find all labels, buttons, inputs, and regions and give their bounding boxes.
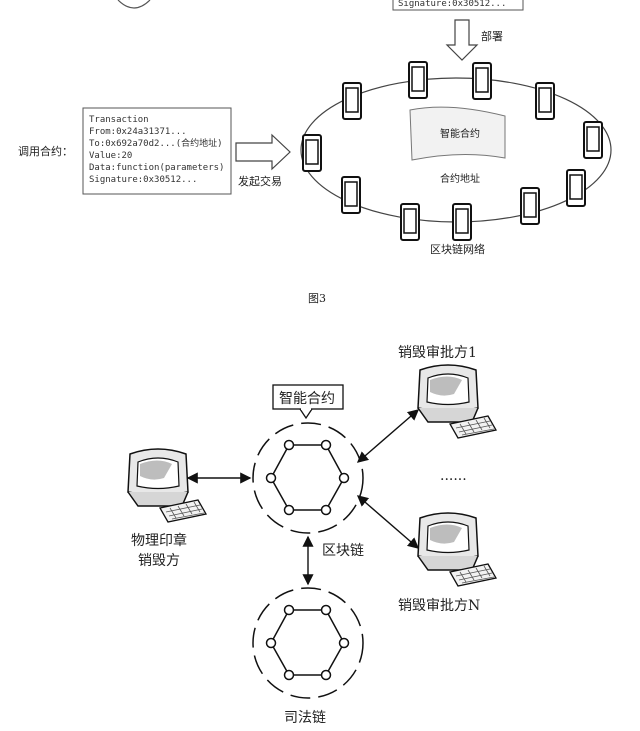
- phone-node: [408, 61, 428, 99]
- tx-line-3: Value:20: [89, 151, 132, 161]
- phone-node: [400, 203, 420, 241]
- phone-node: [302, 134, 322, 172]
- link-chain-to-approver-n: [356, 495, 420, 549]
- top-deploy-box: Signature:0x30512...: [392, 0, 524, 11]
- seal-destroyer-computer: [127, 448, 207, 523]
- cut-circle: [117, 0, 151, 9]
- judicial-chain-label: 司法链: [284, 710, 326, 726]
- tx-line-2: To:0x692a70d2...(合约地址): [89, 137, 223, 149]
- smart-contract-scroll: [409, 106, 506, 161]
- phone-node: [452, 203, 472, 241]
- ellipsis: ......: [440, 468, 467, 484]
- seal-destroyer-line1: 物理印章: [131, 532, 187, 549]
- phone-node: [583, 121, 603, 159]
- call-contract-label: 调用合约：: [18, 144, 73, 158]
- approver-n-computer: [417, 512, 497, 587]
- network-label: 区块链网络: [430, 242, 485, 256]
- transaction-box: Transaction From:0x24a31371... To:0x692a…: [82, 107, 232, 195]
- phone-node: [341, 176, 361, 214]
- tx-line-1: From:0x24a31371...: [89, 127, 187, 137]
- judicial-chain-node: [252, 587, 364, 699]
- send-tx-arrow: [235, 133, 291, 171]
- blockchain-node: [252, 422, 364, 534]
- deploy-arrow: [445, 19, 479, 61]
- phone-node: [535, 82, 555, 120]
- phone-node: [342, 82, 362, 120]
- deploy-label: 部署: [481, 29, 503, 43]
- tx-line-0: Transaction: [89, 115, 149, 125]
- phone-node: [520, 187, 540, 225]
- figure-caption: 图3: [308, 292, 326, 305]
- smart-contract-box: 智能合约: [279, 391, 335, 407]
- blockchain-label: 区块链: [322, 543, 364, 559]
- smart-contract-callout: 智能合约: [272, 384, 344, 420]
- contract-address-label: 合约地址: [440, 172, 480, 185]
- send-tx-label: 发起交易: [238, 174, 282, 188]
- link-chain-to-approver-1: [356, 409, 420, 463]
- top-box-text: Signature:0x30512...: [398, 0, 506, 9]
- smart-contract-label: 智能合约: [440, 127, 480, 140]
- phone-node: [566, 169, 586, 207]
- approver-1-label: 销毁审批方1: [398, 345, 477, 361]
- approver-n-label: 销毁审批方N: [398, 598, 480, 614]
- phone-node: [472, 62, 492, 100]
- tx-line-4: Data:function(parameters): [89, 163, 224, 173]
- seal-destroyer-line2: 销毁方: [138, 553, 180, 569]
- tx-line-5: Signature:0x30512...: [89, 175, 197, 185]
- approver-1-computer: [417, 364, 497, 439]
